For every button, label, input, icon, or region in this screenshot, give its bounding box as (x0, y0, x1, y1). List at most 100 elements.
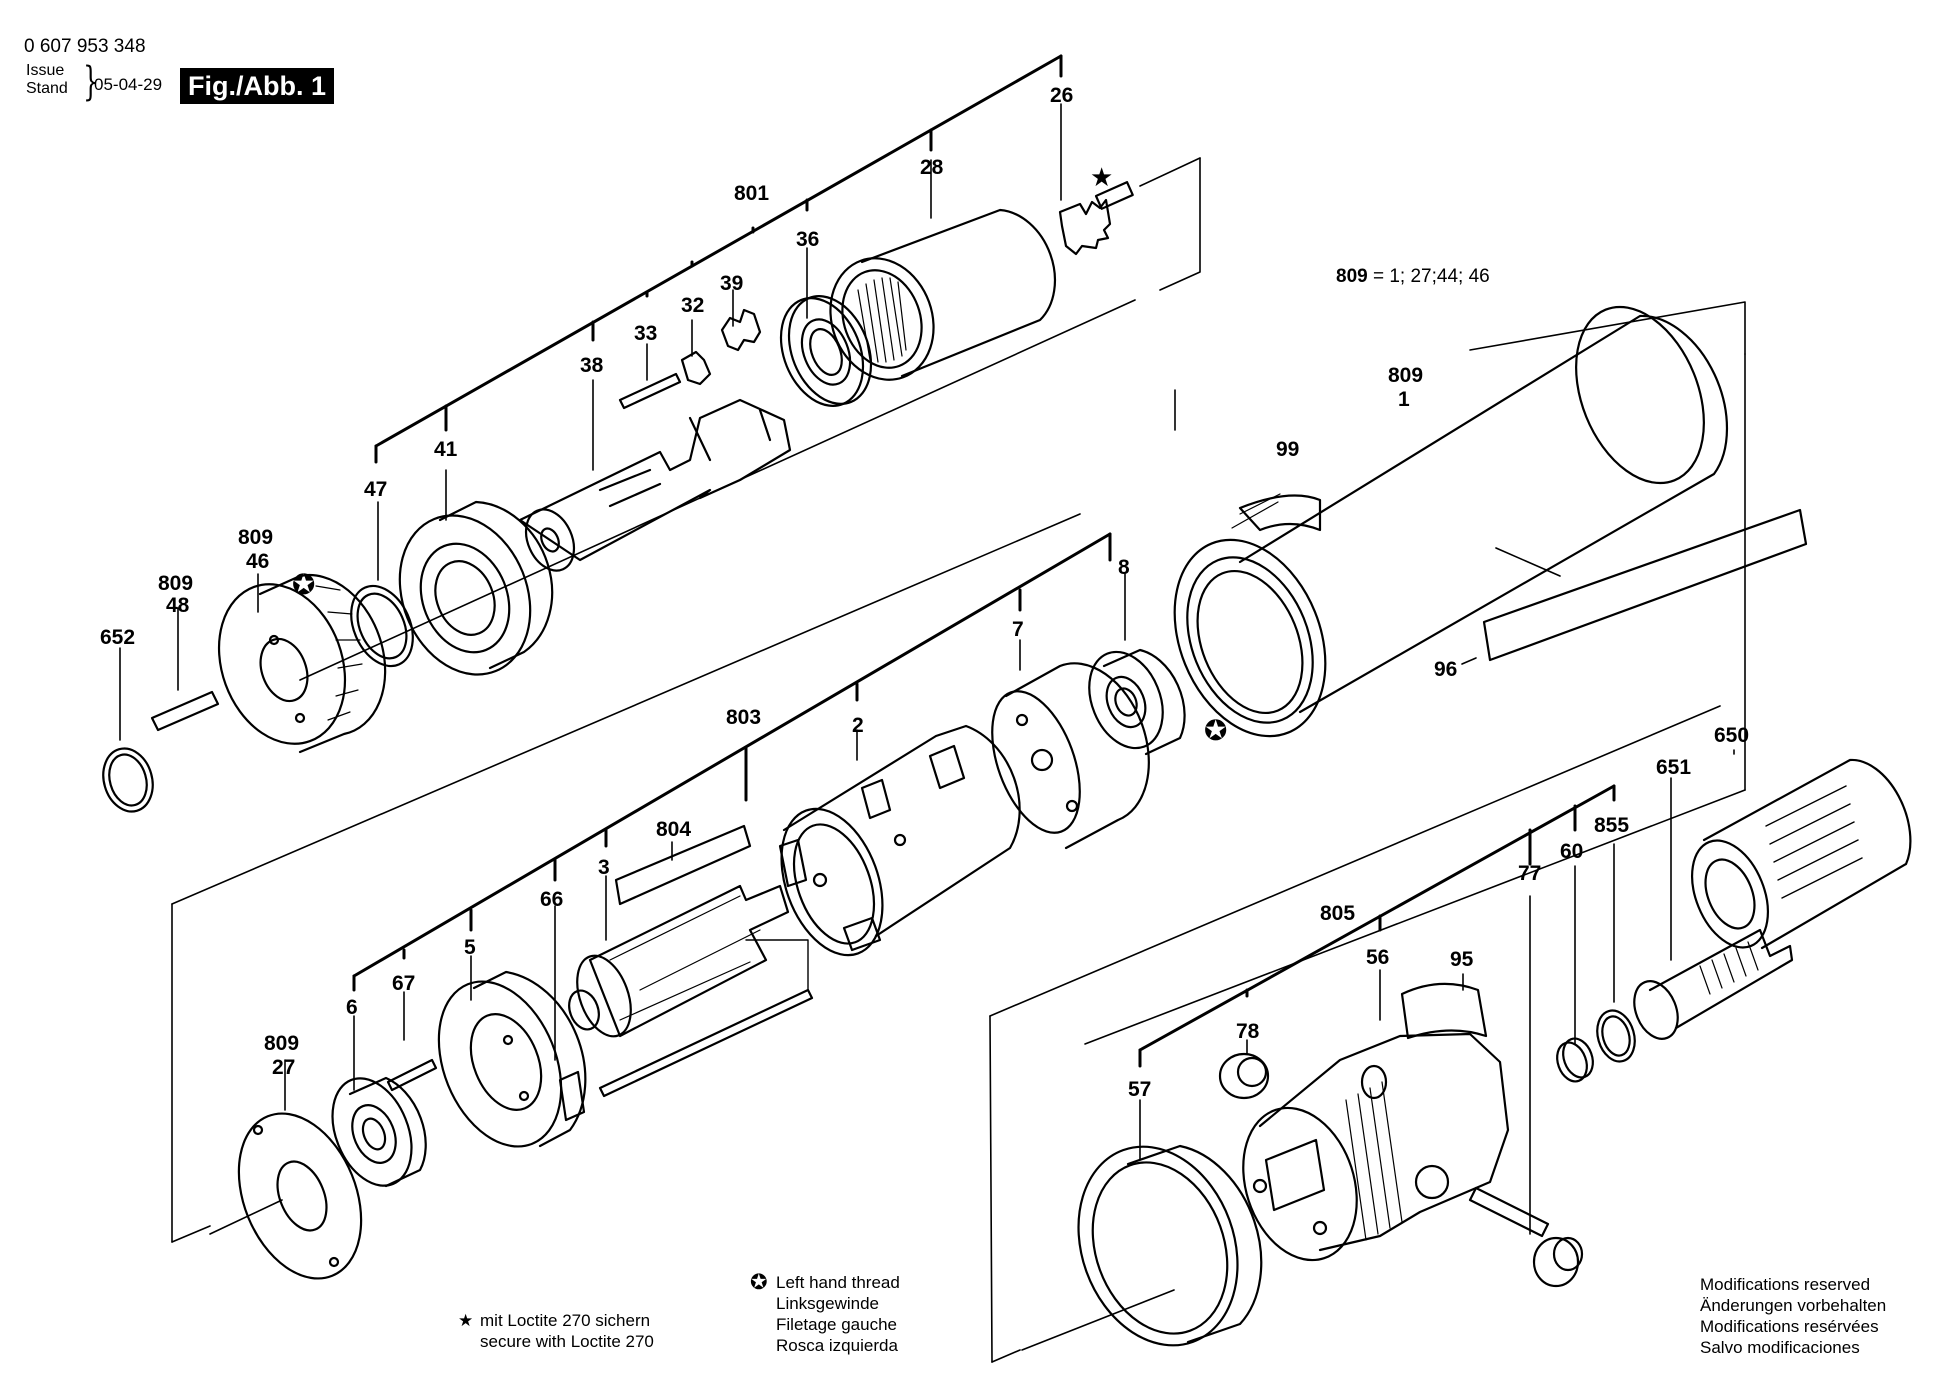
brace: } (83, 59, 99, 105)
kit-note-text: = 1; 27;44; 46 (1367, 266, 1490, 287)
pin-67 (386, 1058, 438, 1092)
callout-809-d: 809 (264, 1032, 299, 1055)
planet-gear-39 (720, 308, 762, 352)
callout-804: 804 (656, 818, 691, 841)
thread-legend: ✪ Left hand thread Linksgewinde Filetage… (750, 1272, 900, 1356)
callout-803: 803 (726, 706, 761, 729)
pinion-spindle-26 (1058, 181, 1134, 256)
callout-3: 3 (598, 856, 610, 879)
o-ring-855 (1596, 1009, 1636, 1063)
figure-label: Fig./Abb. 1 (180, 68, 334, 104)
callout-5: 5 (464, 936, 476, 959)
loctite-legend-star-icon: ★ (458, 1311, 474, 1330)
strainer-60 (1556, 1037, 1594, 1083)
callout-41: 41 (434, 438, 458, 461)
callout-7: 7 (1012, 618, 1024, 641)
thread-legend-icon: ✪ (750, 1271, 768, 1294)
callout-2: 2 (852, 714, 864, 737)
callout-99: 99 (1276, 438, 1299, 461)
thread-legend-line-2: Linksgewinde (776, 1294, 880, 1313)
vane-804 (614, 824, 752, 906)
callout-38: 38 (580, 354, 604, 377)
pin-77 (1468, 1186, 1550, 1238)
callout-809-b: 809 (158, 572, 193, 595)
callout-96: 96 (1434, 658, 1457, 681)
callout-48: 48 (166, 594, 190, 617)
plug-77 (1532, 1236, 1584, 1288)
left-thread-icon-middle: ✪ (1204, 714, 1227, 747)
ring-57 (1021, 1144, 1263, 1351)
loctite-star-icon: ★ (1090, 163, 1113, 193)
callout-60: 60 (1560, 840, 1583, 863)
callout-77: 77 (1518, 862, 1541, 885)
end-plate-7 (991, 662, 1150, 850)
upper-assembly-group (102, 54, 1201, 813)
modifications-line-1: Modifications reserved (1700, 1275, 1871, 1294)
callout-47: 47 (364, 478, 387, 501)
callout-32: 32 (681, 294, 704, 317)
callout-66: 66 (540, 888, 563, 911)
circlip-47 (350, 584, 414, 668)
callout-95: 95 (1450, 948, 1474, 971)
issue-label: Issue (26, 62, 65, 79)
modifications-legend: Modifications reserved Änderungen vorbeh… (1700, 1274, 1886, 1358)
silencer-650 (1691, 758, 1912, 950)
end-plate-5 (437, 970, 587, 1148)
callout-labels: 26 28 801 36 39 32 33 38 41 47 809 46 80… (100, 84, 1749, 1101)
left-thread-icon-upper: ✪ (292, 568, 315, 601)
gasket-27 (209, 1112, 363, 1280)
label-96 (1482, 508, 1808, 662)
callout-650: 650 (1714, 724, 1749, 747)
kit-note-number: 809 (1336, 266, 1368, 287)
o-ring-652 (102, 747, 154, 813)
loctite-legend: ★ mit Loctite 270 sichern secure with Lo… (458, 1310, 654, 1352)
kit-note: 809 = 1; 27;44; 46 (1336, 266, 1490, 288)
ball-bearing-41 (398, 500, 554, 676)
callout-46: 46 (246, 550, 269, 573)
ball-valve-78 (1218, 1052, 1270, 1100)
hose-nipple-651 (1633, 928, 1794, 1040)
callout-652: 652 (100, 626, 135, 649)
ball-bearing-6 (331, 1076, 427, 1188)
callout-27: 27 (272, 1056, 295, 1079)
key-48 (150, 690, 220, 732)
lower-assembly-group (989, 705, 1912, 1363)
label-99 (1238, 494, 1322, 532)
thread-legend-line-4: Rosca izquierda (776, 1336, 898, 1355)
pin-33 (618, 372, 682, 410)
callout-28: 28 (920, 156, 944, 179)
modifications-line-3: Modifications resérvées (1700, 1317, 1879, 1336)
issue-stand-label: Issue Stand (26, 62, 68, 98)
thread-legend-line-3: Filetage gauche (776, 1315, 897, 1334)
threaded-ring-46 (217, 573, 387, 754)
callout-809-c: 809 (1388, 364, 1423, 387)
callout-805: 805 (1320, 902, 1355, 925)
cylinder-2 (778, 724, 1021, 957)
loctite-legend-line-2: secure with Loctite 270 (480, 1332, 654, 1351)
modifications-line-2: Änderungen vorbehalten (1700, 1296, 1887, 1315)
stand-label: Stand (26, 80, 68, 97)
motor-housing-1 (1173, 305, 1729, 738)
callout-57: 57 (1128, 1078, 1151, 1101)
middle-assembly-group (171, 301, 1808, 1280)
issue-date: 05-04-29 (94, 75, 163, 94)
callout-56: 56 (1366, 946, 1389, 969)
thread-legend-line-1: Left hand thread (776, 1273, 900, 1292)
modifications-line-4: Salvo modificaciones (1700, 1338, 1860, 1357)
ring-gear-28 (829, 208, 1057, 381)
callout-801: 801 (734, 182, 769, 205)
ball-bearing-8 (1088, 648, 1186, 756)
callout-33: 33 (634, 322, 657, 345)
callout-36: 36 (796, 228, 819, 251)
callout-8: 8 (1118, 556, 1130, 579)
rotor-3 (568, 884, 790, 1038)
callout-26: 26 (1050, 84, 1073, 107)
callout-67: 67 (392, 972, 415, 995)
planet-carrier-38 (518, 398, 792, 572)
ball-bearing-36 (779, 295, 873, 407)
callout-78: 78 (1236, 1020, 1260, 1043)
label-95 (1400, 982, 1488, 1040)
loctite-legend-line-1: mit Loctite 270 sichern (480, 1311, 651, 1330)
callout-6: 6 (346, 996, 358, 1019)
